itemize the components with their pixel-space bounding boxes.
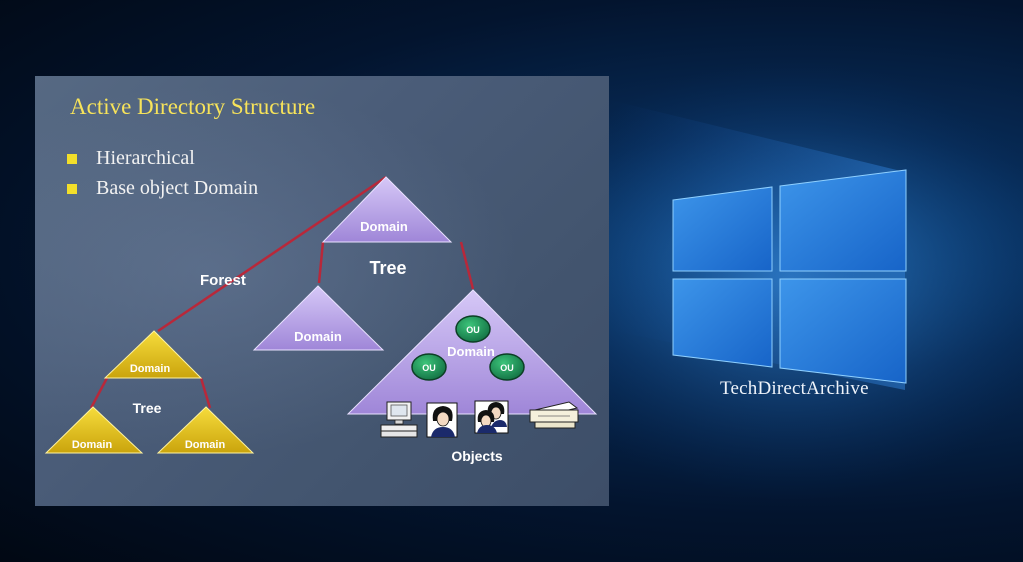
ou-node-left: OU [411, 353, 447, 381]
domain-node-ous: Domain [346, 289, 598, 415]
bullet-text: Hierarchical [96, 147, 195, 169]
tree-main-label: Tree [369, 258, 406, 278]
group-icon [474, 400, 509, 434]
watermark-text: TechDirectArchive [720, 378, 869, 399]
bullet-square-icon [67, 184, 77, 194]
printer-icon [529, 401, 579, 429]
domain-label: Domain [294, 329, 342, 344]
domain-node-yellow-right: Domain [156, 406, 255, 454]
windows-logo [672, 169, 907, 384]
ou-node-top: OU [455, 315, 491, 343]
domain-node-root: Domain [321, 176, 453, 243]
computer-icon [380, 401, 418, 438]
ou-label: OU [466, 325, 480, 335]
bullet-square-icon [67, 154, 77, 164]
ou-node-right: OU [489, 353, 525, 381]
domain-label: Domain [130, 363, 171, 375]
domain-label: Domain [447, 344, 495, 359]
domain-label: Domain [72, 439, 113, 451]
tree-small-label: Tree [133, 400, 162, 416]
bullet-text: Base object Domain [96, 177, 259, 199]
slide: Active Directory Structure Hierarchical … [35, 76, 609, 506]
slide-title: Active Directory Structure [70, 94, 316, 119]
ou-label: OU [422, 363, 436, 373]
bullet-list: Hierarchical Base object Domain [65, 146, 276, 206]
ad-structure-diagram: Domain Domain Domain Domain Domain Domai… [44, 175, 598, 464]
bullet-item: Base object Domain [65, 176, 276, 200]
forest-label: Forest [200, 272, 246, 289]
bullet-item: Hierarchical [65, 146, 276, 170]
ou-label: OU [500, 363, 514, 373]
domain-node-yellow-root: Domain [103, 330, 203, 379]
domain-label: Domain [185, 439, 226, 451]
user-icon [426, 402, 458, 438]
domain-node-child: Domain [252, 285, 385, 351]
domain-label: Domain [360, 219, 408, 234]
objects-label: Objects [451, 448, 503, 464]
domain-node-yellow-left: Domain [44, 406, 144, 454]
